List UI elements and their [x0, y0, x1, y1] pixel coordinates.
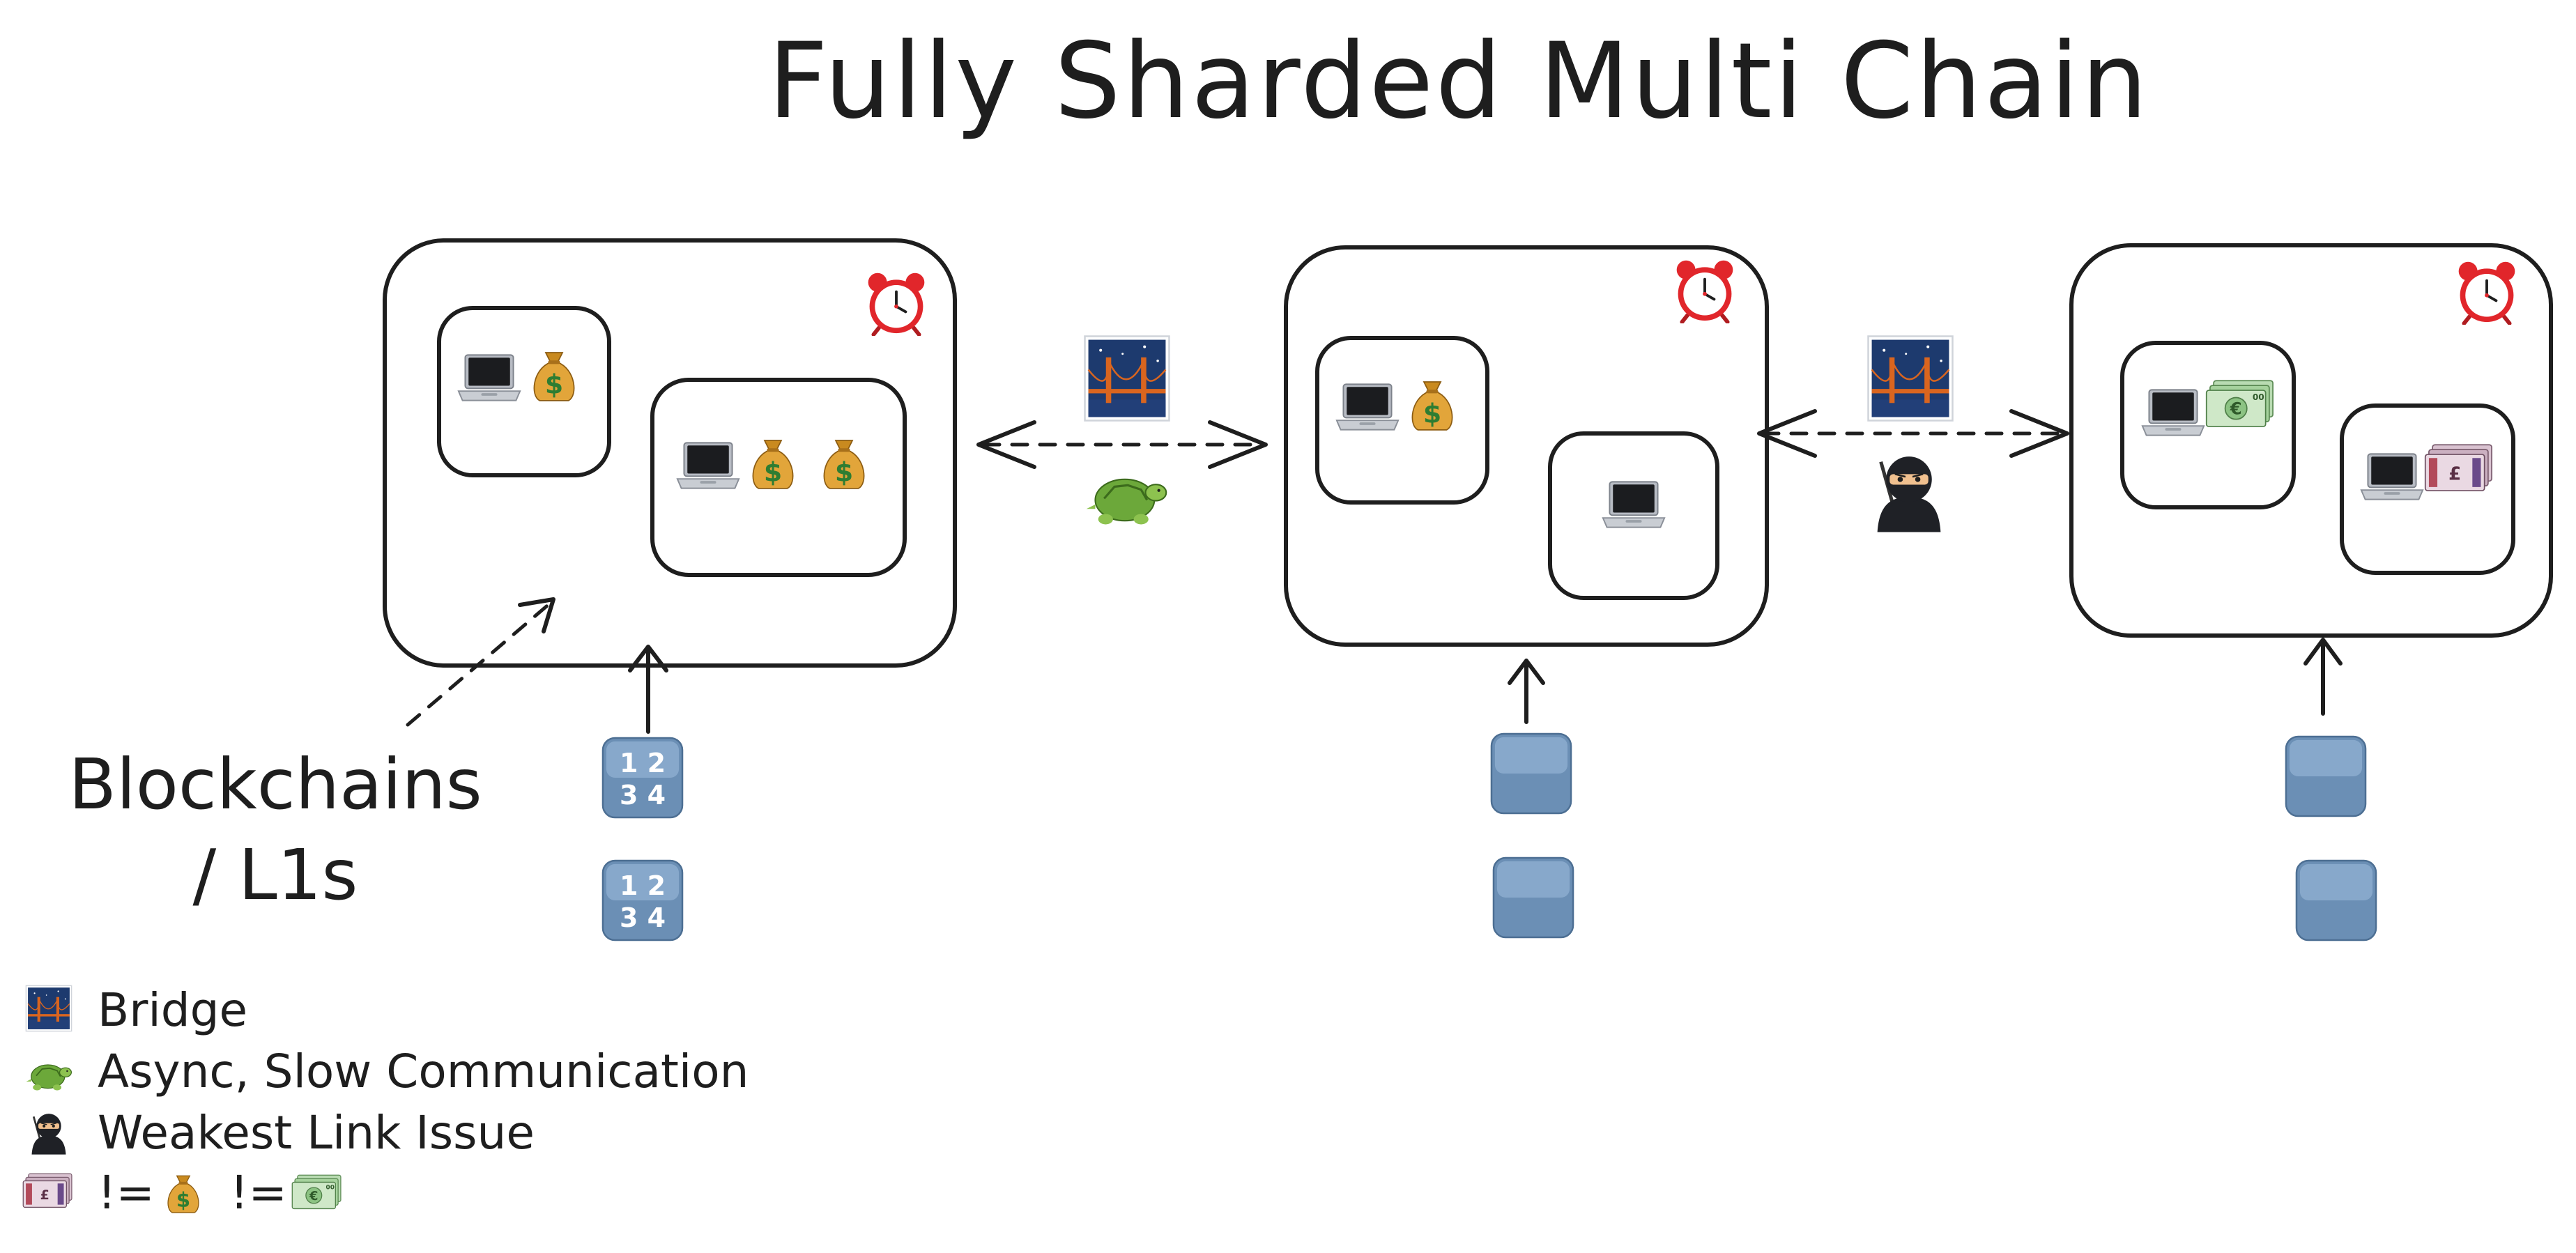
laptop-icon — [2141, 389, 2205, 436]
numbers-tile-bottom: 3 4 — [620, 902, 666, 933]
money-bag-icon — [1411, 381, 1453, 431]
bridge-at-night-icon — [1867, 335, 1954, 422]
laptop-icon — [1602, 481, 1666, 528]
legend-neq-2: != — [230, 1166, 287, 1220]
input-arrow — [1508, 659, 1545, 724]
euro-banknote-icon — [291, 1174, 342, 1210]
bridge-at-night-icon — [1084, 335, 1170, 422]
laptop-icon — [1335, 383, 1400, 431]
shard-box — [437, 306, 611, 477]
legend-bridge-label: Bridge — [98, 983, 247, 1037]
blockchains-label-line2: / L1s — [193, 834, 358, 916]
alarm-clock-icon — [1677, 261, 1733, 322]
chain-3-box — [2069, 243, 2553, 638]
ninja-icon — [31, 1112, 67, 1155]
arrow-head-left — [976, 420, 1036, 469]
arrow-head-right — [1208, 420, 1268, 469]
bridge-connection-1 — [976, 335, 1268, 526]
input-numbers-icon — [1490, 732, 1572, 815]
legend-neq-1: != — [98, 1166, 155, 1220]
chain-2-box — [1284, 245, 1769, 647]
numbers-tile-labels: 1 2 3 4 1 2 3 4 1 2 3 4 1 2 3 4 1 2 3 4 … — [620, 744, 2359, 933]
pound-banknote-icon — [2424, 444, 2492, 491]
label-pointer-line — [406, 601, 553, 727]
input-arrow — [628, 645, 668, 734]
input-numbers-icon — [2295, 859, 2377, 941]
numbers-tile-bottom: 3 4 — [620, 780, 666, 810]
shard-box — [1315, 336, 1489, 505]
shard-box — [650, 378, 907, 577]
numbers-tile-top: 1 2 — [620, 870, 666, 901]
pound-banknote-icon — [22, 1173, 72, 1208]
laptop-icon — [457, 354, 521, 401]
shard-box — [2340, 403, 2515, 575]
input-arrow — [2303, 638, 2343, 716]
chain-3 — [2069, 243, 2553, 941]
turtle-icon — [25, 1064, 72, 1091]
money-bag-icon — [752, 440, 794, 489]
alarm-clock-icon — [2459, 262, 2515, 323]
laptop-icon — [2360, 453, 2424, 500]
arrow-head-right — [2009, 409, 2069, 458]
chain-1-box — [383, 238, 957, 668]
bridge-at-night-icon — [25, 985, 72, 1032]
legend: Bridge Async, Slow Communication Weakest… — [22, 983, 749, 1220]
alarm-clock-icon — [868, 273, 925, 335]
chain-2 — [1284, 245, 1769, 939]
numbers-tile-top: 1 2 — [620, 748, 666, 778]
chain-1 — [383, 238, 957, 941]
shard-box — [1548, 431, 1719, 600]
money-bag-icon — [823, 440, 865, 489]
arrow-head-left — [1757, 409, 1817, 458]
ninja-icon — [1878, 456, 1941, 532]
money-bag-icon — [533, 352, 575, 401]
laptop-icon — [676, 442, 740, 489]
money-bag-icon — [167, 1175, 199, 1213]
input-numbers-icon — [2285, 735, 2367, 817]
label-pointer-head — [518, 597, 555, 633]
blockchains-label-line1: Blockchains — [68, 744, 482, 825]
legend-weakest-label: Weakest Link Issue — [98, 1106, 535, 1160]
bridge-connection-2 — [1757, 335, 2069, 532]
shard-box — [2120, 341, 2296, 509]
euro-banknote-icon — [2205, 380, 2274, 427]
turtle-icon — [1085, 478, 1167, 526]
input-numbers-icon — [1492, 856, 1574, 939]
page-title: Fully Sharded Multi Chain — [768, 21, 2149, 142]
legend-async-label: Async, Slow Communication — [98, 1045, 749, 1098]
